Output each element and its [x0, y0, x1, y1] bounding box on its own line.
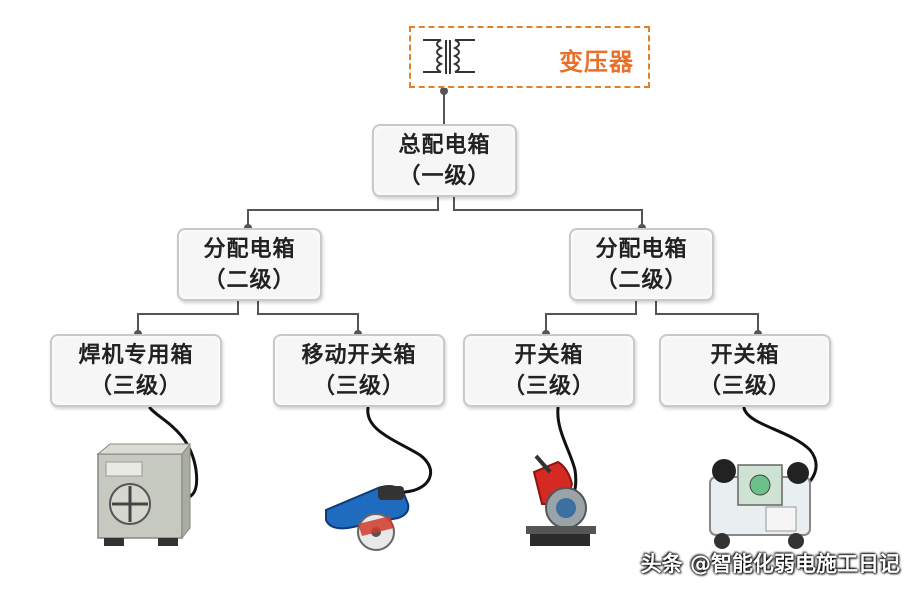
box-name: 焊机专用箱: [78, 342, 194, 368]
box-name: 开关箱: [514, 342, 584, 368]
welder-icon: [96, 442, 192, 546]
transformer-icon: [423, 39, 475, 74]
sub-distribution-box-left: 分配电箱 （二级）: [177, 228, 322, 301]
box-name: 分配电箱: [595, 236, 688, 262]
transformer-label: 变压器: [559, 48, 634, 76]
box-level: （二级）: [595, 267, 688, 293]
transformer-box: 变压器: [409, 26, 650, 88]
switch-box-1: 开关箱 （三级）: [463, 334, 635, 407]
angle-grinder-icon: [325, 485, 410, 551]
box-level: （三级）: [502, 373, 595, 399]
box-level: （三级）: [698, 373, 791, 399]
cutoff-saw-icon: [526, 454, 596, 546]
box-name: 开关箱: [710, 342, 780, 368]
box-level: （三级）: [312, 373, 405, 399]
mobile-switch-box: 移动开关箱 （三级）: [273, 334, 445, 407]
box-name: 移动开关箱: [301, 342, 417, 368]
watermark: 头条 @智能化弱电施工日记: [640, 552, 900, 576]
welder-switch-box: 焊机专用箱 （三级）: [50, 334, 222, 407]
box-level: （三级）: [89, 373, 182, 399]
main-distribution-box: 总配电箱 （一级）: [372, 124, 517, 197]
air-compressor-icon: [709, 459, 811, 549]
box-name: 总配电箱: [398, 132, 491, 158]
box-level: （二级）: [203, 267, 296, 293]
switch-box-2: 开关箱 （三级）: [659, 334, 831, 407]
box-level: （一级）: [398, 163, 491, 189]
sub-distribution-box-right: 分配电箱 （二级）: [569, 228, 714, 301]
box-name: 分配电箱: [203, 236, 296, 262]
